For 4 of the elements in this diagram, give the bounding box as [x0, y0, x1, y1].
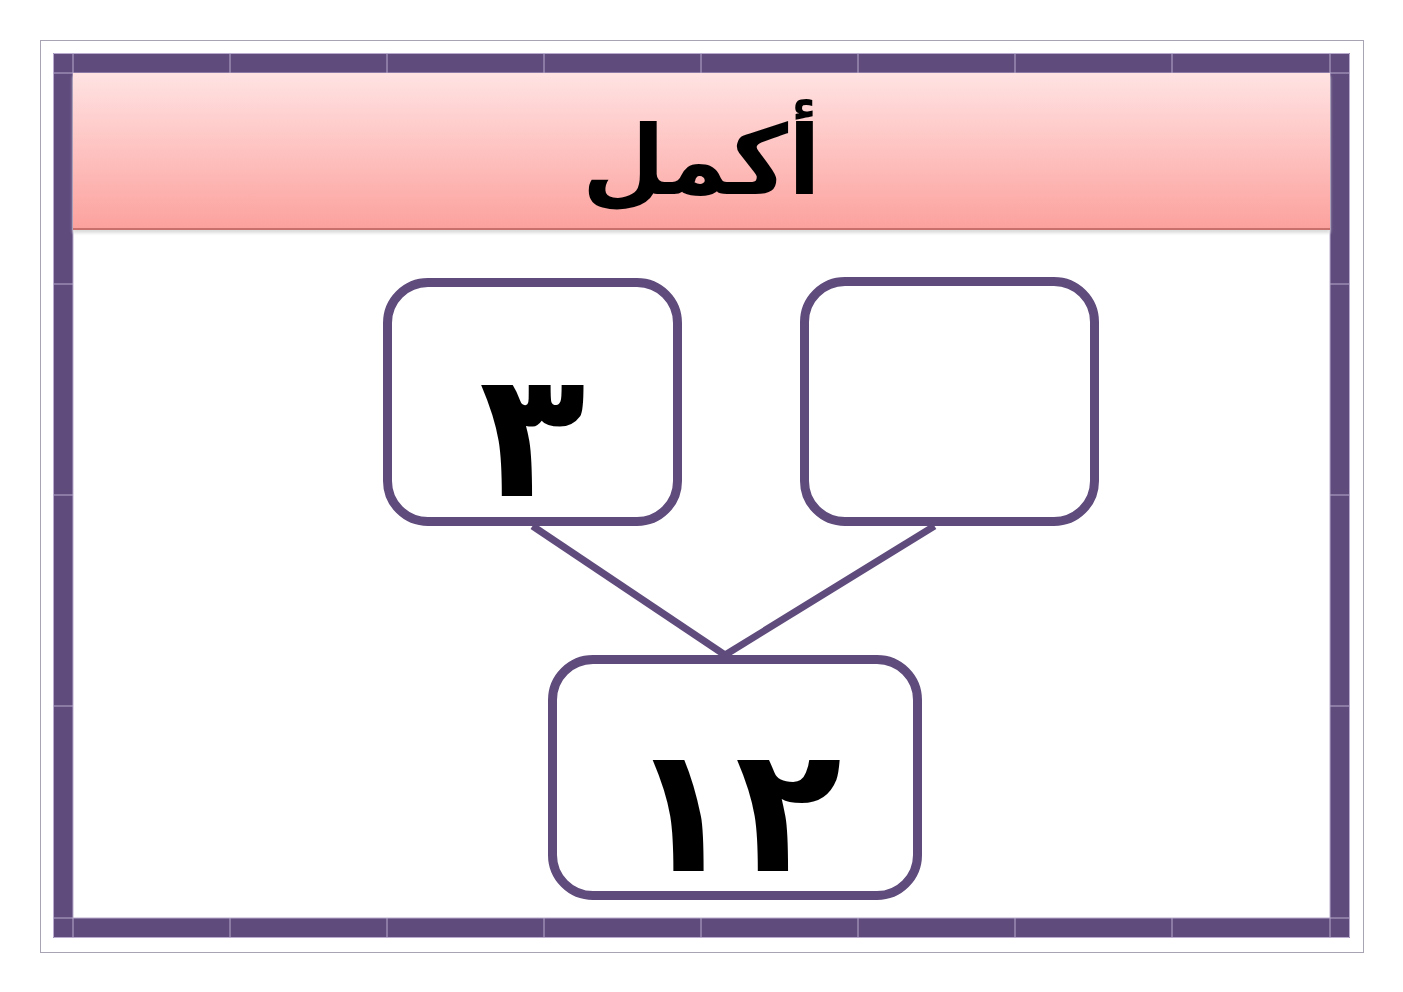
answer-box — [800, 277, 1099, 526]
title: أكمل — [576, 94, 827, 229]
number-box: ٣ — [383, 278, 682, 526]
number-box: ١٢ — [548, 655, 922, 900]
